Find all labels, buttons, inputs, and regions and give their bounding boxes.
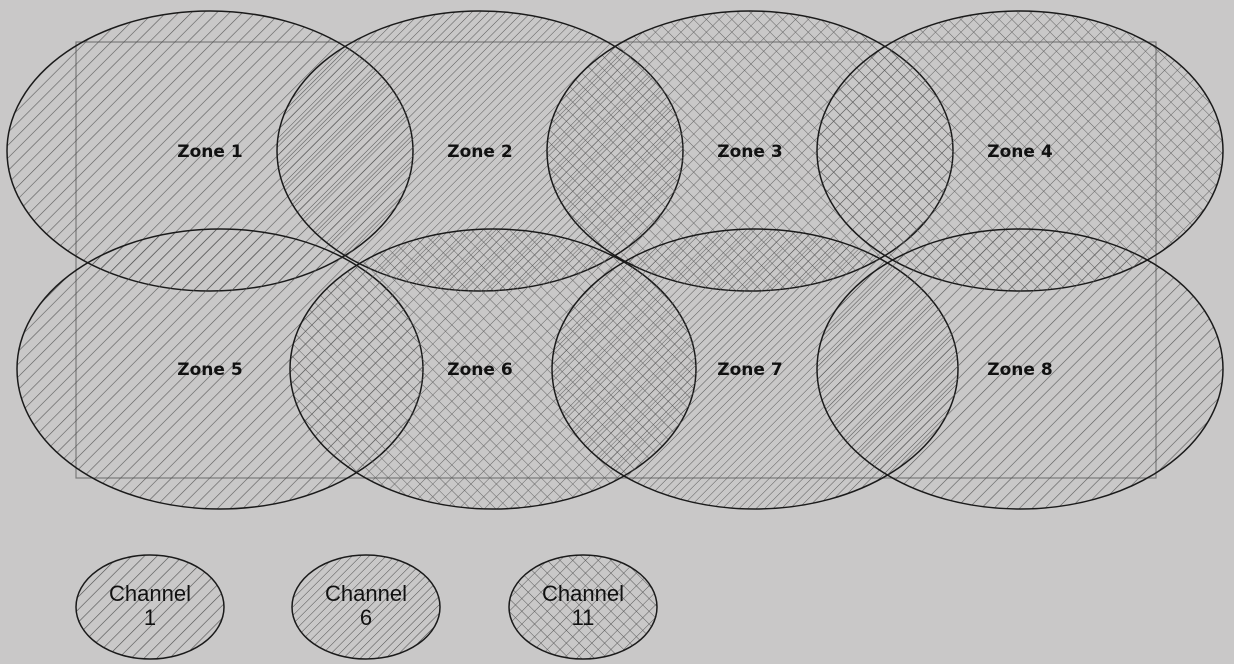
legend-channel-6: Channel 6 <box>291 554 441 660</box>
zone-7-label: Zone 7 <box>717 360 782 380</box>
legend-channel-1: Channel 1 <box>75 554 225 660</box>
zone-5-label: Zone 5 <box>177 360 242 380</box>
legend-channel-11-number: 11 <box>572 605 595 630</box>
legend-channel-6-title: Channel <box>325 581 407 606</box>
zone-4-label: Zone 4 <box>987 142 1053 162</box>
zone-8-label: Zone 8 <box>987 360 1052 380</box>
zone-6-label: Zone 6 <box>447 360 512 380</box>
zone-labels: Zone 1 Zone 2 Zone 3 Zone 4 Zone 5 Zone … <box>177 142 1053 380</box>
zone-circles <box>6 10 1224 510</box>
legend-channel-11-title: Channel <box>542 581 624 606</box>
legend: Channel 1 Channel 6 Channel 11 <box>75 554 658 660</box>
zone-2-label: Zone 2 <box>447 142 512 162</box>
zone-3-label: Zone 3 <box>717 142 782 162</box>
legend-channel-11: Channel 11 <box>508 554 658 660</box>
legend-channel-1-number: 1 <box>144 605 156 630</box>
zone-8-coverage <box>816 228 1224 510</box>
zone-1-label: Zone 1 <box>177 142 242 162</box>
legend-channel-6-number: 6 <box>360 605 372 630</box>
legend-channel-1-title: Channel <box>109 581 191 606</box>
